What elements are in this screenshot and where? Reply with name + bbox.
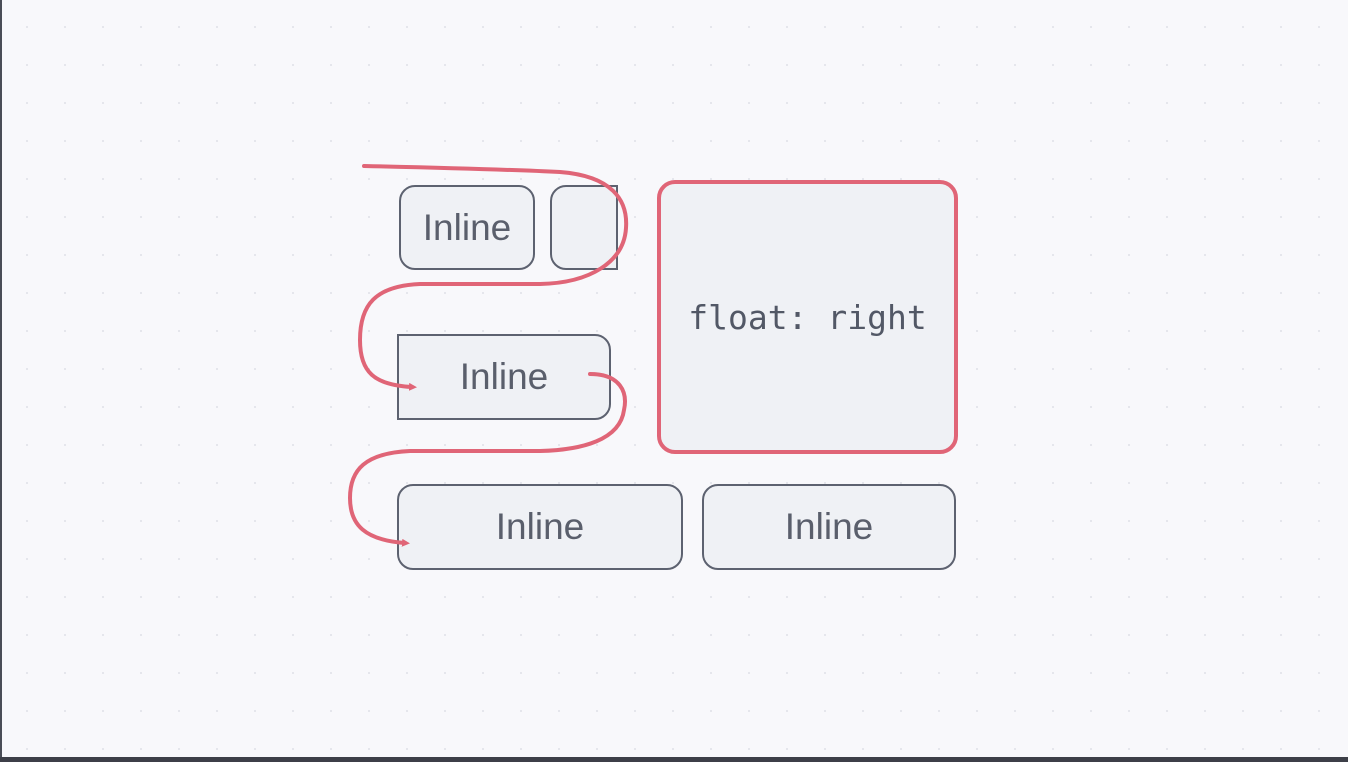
float-right-label: float: right [688,297,927,337]
inline-box-3-label: Inline [495,506,585,547]
inline-box-2: Inline [397,334,611,420]
inline-box-1: Inline [399,185,535,270]
inline-box-4-label: Inline [784,506,874,547]
canvas-bottom-edge [0,757,1348,762]
inline-box-1-label: Inline [422,206,512,248]
canvas-left-edge [0,0,2,757]
inline-box-3: Inline [397,484,683,570]
inline-box-fragment [550,185,618,270]
inline-box-2-label: Inline [459,356,549,397]
inline-box-4: Inline [702,484,956,570]
float-right-box: float: right [657,180,958,454]
